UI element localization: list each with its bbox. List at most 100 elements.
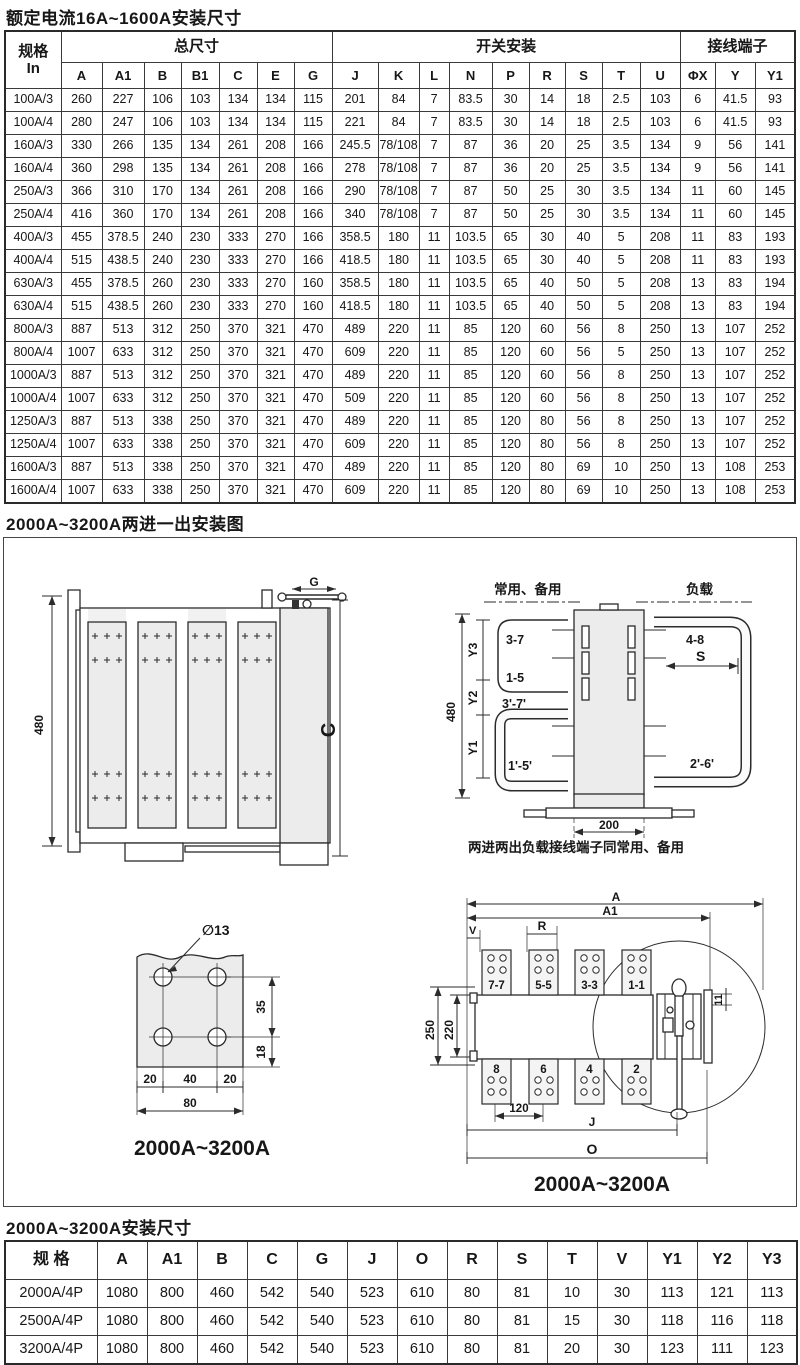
value-cell: 2.5 xyxy=(601,88,641,112)
value-cell: 120 xyxy=(491,318,530,342)
value-cell: 11 xyxy=(418,295,450,319)
value-cell: 93 xyxy=(754,111,796,135)
value-cell: 609 xyxy=(331,479,379,504)
title-installation-drawing: 2000A~3200A两进一出安装图 xyxy=(6,515,245,534)
value-cell: 266 xyxy=(101,134,145,158)
value-cell: 78/108 xyxy=(377,157,420,181)
column-header: Y3 xyxy=(746,1240,798,1280)
value-cell: 610 xyxy=(396,1279,448,1308)
value-cell: 3.5 xyxy=(601,180,641,204)
value-cell: 145 xyxy=(754,180,796,204)
hole-view-caption: 2000A~3200A xyxy=(134,1137,270,1160)
value-cell: 523 xyxy=(346,1279,398,1308)
value-cell: 60 xyxy=(528,341,566,365)
value-cell: 60 xyxy=(528,387,566,411)
terminal-label-2p-6p: 2'-6' xyxy=(690,757,714,771)
value-cell: 250 xyxy=(639,318,681,342)
value-cell: 120 xyxy=(491,479,530,504)
title-rated-current: 额定电流16A~1600A安装尺寸 xyxy=(6,9,242,28)
value-cell: 30 xyxy=(564,203,603,227)
dim-y2-label: Y2 xyxy=(466,690,480,705)
value-cell: 108 xyxy=(714,456,756,480)
value-cell: 56 xyxy=(564,387,603,411)
value-cell: 298 xyxy=(101,157,145,181)
value-cell: 370 xyxy=(218,410,258,434)
value-cell: 220 xyxy=(377,433,420,457)
value-cell: 25 xyxy=(528,180,566,204)
value-cell: 56 xyxy=(564,341,603,365)
value-cell: 160 xyxy=(293,295,333,319)
value-cell: 11 xyxy=(418,341,450,365)
terminal-slots xyxy=(581,625,636,701)
value-cell: 106 xyxy=(143,88,182,112)
column-header: G xyxy=(296,1240,348,1280)
value-cell: 65 xyxy=(491,272,530,296)
dim-40-label: 40 xyxy=(183,1072,197,1086)
dim-20b-label: 20 xyxy=(223,1072,237,1086)
value-cell: 252 xyxy=(754,433,796,457)
value-cell: 121 xyxy=(696,1279,748,1308)
base-wing-left xyxy=(523,809,547,818)
value-cell: 250 xyxy=(180,364,220,388)
value-cell: 261 xyxy=(218,203,258,227)
pole-panel xyxy=(237,621,277,829)
value-cell: 56 xyxy=(564,433,603,457)
value-cell: 513 xyxy=(101,318,145,342)
value-cell: 321 xyxy=(256,387,295,411)
value-cell: 460 xyxy=(196,1307,248,1336)
value-cell: 366 xyxy=(60,180,103,204)
value-cell: 220 xyxy=(377,364,420,388)
value-cell: 135 xyxy=(143,157,182,181)
value-cell: 80 xyxy=(528,410,566,434)
spec-header-sub: In xyxy=(26,60,40,77)
value-cell: 3.5 xyxy=(601,134,641,158)
value-cell: 11 xyxy=(418,433,450,457)
value-cell: 30 xyxy=(528,226,566,250)
value-cell: 540 xyxy=(296,1279,348,1308)
value-cell: 141 xyxy=(754,157,796,181)
value-cell: 11 xyxy=(418,456,450,480)
value-cell: 5 xyxy=(601,226,641,250)
value-cell: 7 xyxy=(418,88,450,112)
value-cell: 13 xyxy=(679,456,716,480)
value-cell: 50 xyxy=(564,272,603,296)
handle-latch xyxy=(292,600,299,609)
value-cell: 56 xyxy=(714,134,756,158)
side-plate xyxy=(703,989,713,1064)
value-cell: 85 xyxy=(448,433,493,457)
value-cell: 6 xyxy=(679,88,716,112)
value-cell: 370 xyxy=(218,341,258,365)
value-cell: 166 xyxy=(293,249,333,273)
value-cell: 250 xyxy=(639,479,681,504)
value-cell: 358.5 xyxy=(331,272,379,296)
dim-35-label: 35 xyxy=(254,1000,268,1014)
handle-foot xyxy=(670,1108,688,1120)
value-cell: 321 xyxy=(256,479,295,504)
value-cell: 134 xyxy=(218,88,258,112)
value-cell: 14 xyxy=(528,111,566,135)
spec-cell: 3200A/4P xyxy=(4,1335,98,1365)
value-cell: 83.5 xyxy=(448,88,493,112)
value-cell: 60 xyxy=(714,180,756,204)
value-cell: 11 xyxy=(418,249,450,273)
value-cell: 30 xyxy=(528,249,566,273)
value-cell: 250 xyxy=(180,456,220,480)
spec-cell: 160A/3 xyxy=(4,134,62,158)
value-cell: 80 xyxy=(446,1307,498,1336)
column-header: G xyxy=(293,62,333,89)
value-cell: 5 xyxy=(601,249,641,273)
value-cell: 250 xyxy=(639,364,681,388)
value-cell: 438.5 xyxy=(101,249,145,273)
value-cell: 470 xyxy=(293,479,333,504)
value-cell: 78/108 xyxy=(377,180,420,204)
value-cell: 3.5 xyxy=(601,203,641,227)
spec-cell: 1250A/3 xyxy=(4,410,62,434)
spec-cell: 250A/3 xyxy=(4,180,62,204)
value-cell: 250 xyxy=(180,318,220,342)
value-cell: 123 xyxy=(646,1335,698,1365)
value-cell: 542 xyxy=(246,1307,298,1336)
